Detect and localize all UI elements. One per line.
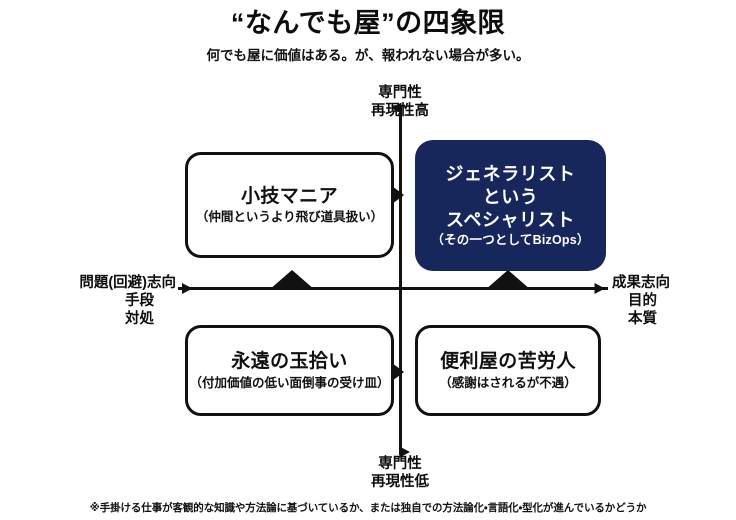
quadrant-box-top-left[interactable]: 小技マニア （仲間というより飛び道具扱い） — [185, 152, 394, 258]
quadrant-title-top-right-line2: という — [482, 186, 539, 207]
quadrant-subtitle-top-left: （仲間というより飛び道具扱い） — [195, 210, 384, 225]
axis-label-bottom-line1: 専門性 — [378, 456, 422, 472]
axis-label-right: 成果志向 目的 本質 — [612, 274, 736, 328]
axis-label-top: 専門性 再現性高 — [330, 84, 470, 120]
axis-label-top-line1: 専門性 — [378, 85, 422, 101]
quadrant-box-bottom-right[interactable]: 便利屋の苦労人 （感謝はされるが不遇） — [415, 325, 601, 416]
footnote-text: ※手掛ける仕事が客観的な知識や方法論に基づいているか、または独自での方法論化・言… — [89, 502, 647, 514]
axis-label-right-line3: 本質 — [628, 311, 657, 328]
quadrant-title-top-left: 小技マニア — [240, 185, 338, 207]
page-subtitle: 何でも屋に価値はある。が、報われない場合が多い。 — [206, 48, 530, 63]
axis-label-left: 問題(回避)志向 手段 対処 — [36, 274, 176, 328]
axis-label-bottom-line2: 再現性低 — [371, 474, 429, 491]
quadrant-title-top-right-line1: ジェネラリスト — [445, 163, 576, 184]
axis-label-right-line2: 目的 — [628, 293, 657, 310]
quadrant-title-top-right-line3: スペシャリスト — [446, 210, 575, 231]
quadrant-title-bottom-right: 便利屋の苦労人 — [440, 351, 576, 373]
page-title: “なんでも屋”の四象限 — [230, 8, 506, 38]
quadrant-subtitle-bottom-left: （付加価値の低い面倒事の受け皿） — [189, 375, 390, 390]
axis-label-right-line1: 成果志向 — [612, 275, 670, 291]
axis-label-left-line3: 対処 — [125, 311, 154, 328]
axis-label-top-line2: 再現性高 — [371, 103, 429, 120]
quadrant-box-top-right[interactable]: ジェネラリスト という スペシャリスト （その一つとしてBizOps） — [415, 140, 606, 271]
quadrant-title-bottom-left: 永遠の玉拾い — [231, 351, 348, 373]
quadrant-subtitle-top-right: （その一つとしてBizOps） — [431, 233, 590, 248]
axis-label-left-line2: 手段 — [125, 293, 154, 310]
axis-label-left-line1: 問題(回避)志向 — [79, 275, 176, 291]
quadrant-box-bottom-left[interactable]: 永遠の玉拾い （付加価値の低い面倒事の受け皿） — [185, 325, 394, 416]
axis-label-bottom: 専門性 再現性低 — [330, 455, 470, 491]
quadrant-subtitle-bottom-right: （感謝はされるが不遇） — [439, 375, 577, 390]
